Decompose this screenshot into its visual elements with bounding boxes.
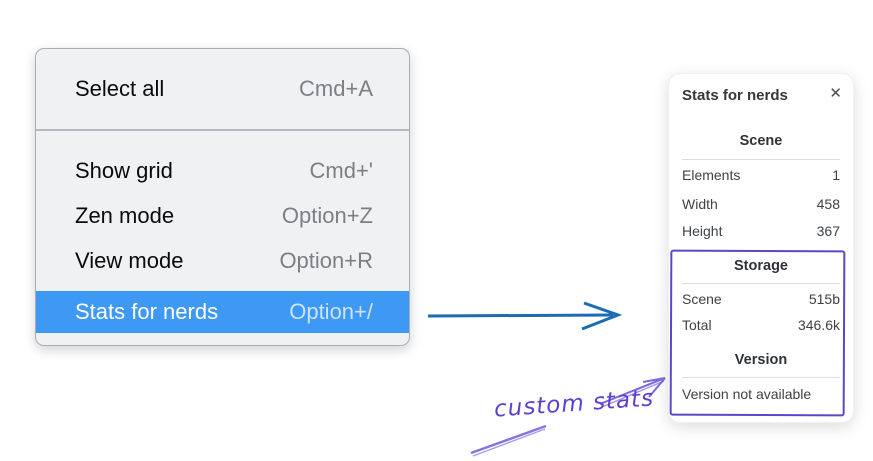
menu-item-shortcut: Cmd+A [299, 76, 373, 101]
menu-item-label: Show grid [75, 158, 173, 183]
stat-label: Scene [682, 291, 722, 307]
context-menu: Select all Cmd+A Show grid Cmd+' Zen mod… [35, 48, 410, 346]
menu-item-label: Select all [75, 76, 165, 101]
menu-separator [36, 129, 409, 131]
divider [682, 159, 840, 160]
stat-label: Height [682, 223, 723, 239]
section-header-storage: Storage [734, 258, 788, 274]
menu-item-label: View mode [75, 248, 184, 273]
stat-value: 515b [808, 291, 840, 307]
menu-item-view-mode[interactable]: View mode Option+R [36, 241, 409, 281]
stat-label: Width [682, 196, 718, 212]
stats-panel-title: Stats for nerds [682, 87, 788, 104]
section-header-scene: Scene [739, 133, 783, 149]
menu-item-label: Stats for nerds [75, 299, 219, 324]
stat-value: 1 [832, 167, 840, 183]
menu-item-zen-mode[interactable]: Zen mode Option+Z [36, 196, 409, 236]
pointer-arrow-icon [427, 301, 623, 331]
close-icon[interactable]: ✕ [829, 85, 842, 102]
stat-row-total-storage: Total 346.6k [682, 317, 840, 333]
stat-value: 458 [816, 196, 840, 212]
divider [682, 283, 840, 284]
menu-item-shortcut: Option+Z [281, 203, 373, 228]
stat-row-elements: Elements 1 [682, 167, 840, 183]
stat-row-scene-storage: Scene 515b [682, 291, 840, 307]
menu-item-shortcut: Option+R [279, 248, 373, 273]
section-header-version: Version [734, 352, 788, 368]
stat-row-height: Height 367 [682, 223, 840, 239]
stats-panel: Stats for nerds ✕ Scene Elements 1 Width… [668, 73, 854, 423]
divider [682, 377, 840, 378]
menu-item-select-all[interactable]: Select all Cmd+A [36, 69, 409, 109]
menu-item-shortcut: Cmd+' [309, 158, 374, 183]
menu-item-label: Zen mode [75, 203, 175, 228]
menu-item-show-grid[interactable]: Show grid Cmd+' [36, 151, 409, 191]
stat-label: Elements [682, 167, 741, 183]
menu-item-stats-for-nerds[interactable]: Stats for nerds Option+/ [36, 291, 409, 333]
menu-item-shortcut: Option+/ [289, 299, 373, 324]
stat-value: 346.6k [797, 317, 840, 333]
stat-label: Total [682, 317, 712, 333]
stat-value: 367 [816, 223, 840, 239]
version-note: Version not available [682, 386, 812, 402]
annotation-label: custom stats [493, 385, 655, 423]
stat-row-width: Width 458 [682, 196, 840, 212]
